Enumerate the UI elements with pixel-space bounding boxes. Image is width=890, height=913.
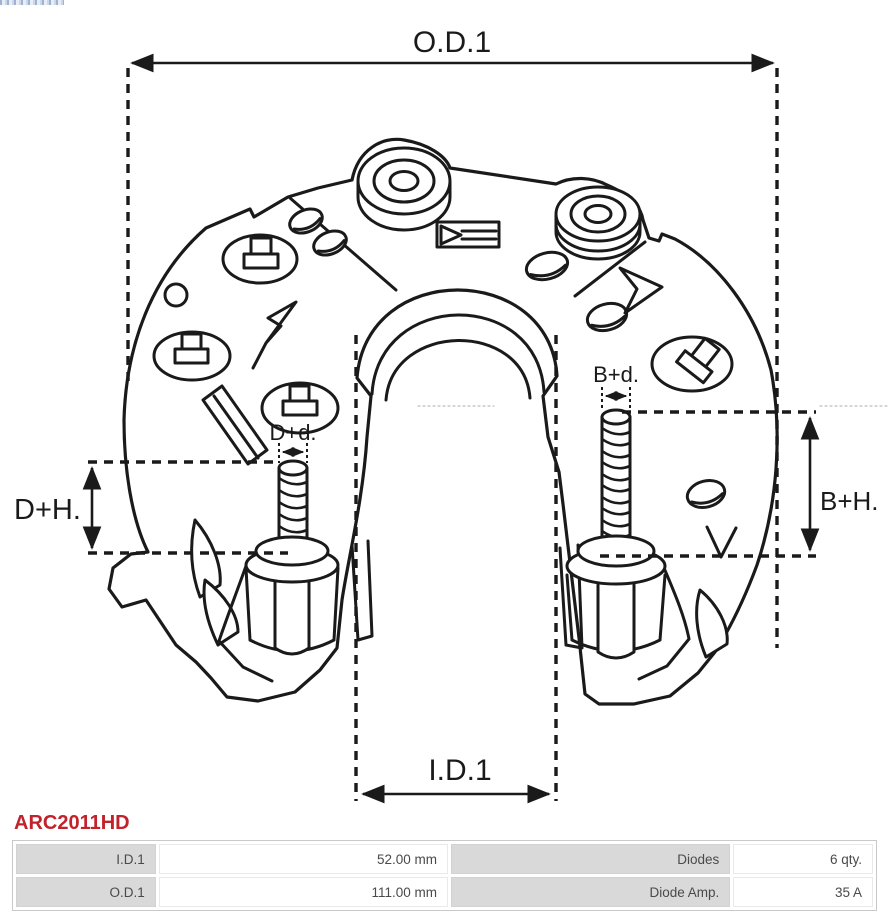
center-dome: [370, 313, 546, 402]
technical-drawing: O.D.1 I.D.1 D+H. B+H. D+d.: [14, 26, 889, 804]
spec-row: O.D.1 111.00 mm Diode Amp. 35 A: [16, 877, 873, 907]
spec-row: I.D.1 52.00 mm Diodes 6 qty.: [16, 844, 873, 874]
pin-hole: [163, 282, 189, 308]
slanted-slot: [201, 384, 269, 466]
terminal-stud-left: [244, 459, 340, 656]
diode-4: [650, 335, 734, 393]
spec-label-diodes: Diodes: [451, 844, 731, 874]
spec-label-id1: I.D.1: [16, 844, 156, 874]
id1-label: I.D.1: [428, 754, 491, 787]
od1-label: O.D.1: [413, 26, 491, 59]
dimension-annotations: O.D.1 I.D.1 D+H. B+H. D+d.: [14, 26, 879, 804]
bh-label: B+H.: [820, 486, 879, 516]
spec-label-diode-amp: Diode Amp.: [451, 877, 731, 907]
spec-value-id1: 52.00 mm: [158, 844, 448, 874]
spec-value-diodes: 6 qty.: [733, 844, 873, 874]
diode-3: [260, 381, 340, 435]
dh-label: D+H.: [14, 494, 81, 526]
bh-dimension: B+H.: [600, 410, 879, 558]
marking-arrow-left: [251, 300, 298, 370]
mount-boss-right: [554, 185, 642, 261]
vent-hole-2: [312, 229, 348, 257]
logo-fragment-icon: [0, 0, 64, 5]
rectifier-drawing: [107, 137, 889, 706]
dd-label: D+d.: [269, 420, 316, 445]
marking-arrow-right: [618, 266, 664, 315]
od1-dimension: O.D.1: [126, 26, 779, 648]
diode-1: [221, 233, 299, 285]
spec-value-od1: 111.00 mm: [158, 877, 448, 907]
dh-dimension: D+H.: [14, 460, 288, 555]
leg-details-left: [190, 518, 374, 683]
terminal-stud-right: [565, 408, 667, 660]
spec-table: I.D.1 52.00 mm Diodes 6 qty. O.D.1 111.0…: [12, 840, 877, 911]
vent-hole-1: [288, 207, 324, 235]
part-number-link[interactable]: ARC2011HD: [14, 812, 130, 834]
id1-dimension: I.D.1: [354, 335, 558, 804]
vent-hole-3: [524, 250, 570, 282]
diode-2: [152, 330, 232, 382]
vent-hole-5: [685, 479, 727, 509]
bd-label: B+d.: [593, 362, 639, 387]
spec-value-diode-amp: 35 A: [733, 877, 873, 907]
bd-dimension: B+d.: [593, 362, 639, 409]
dd-dimension: D+d.: [269, 420, 317, 463]
terminal-slot: [435, 220, 501, 249]
mount-boss-left: [356, 146, 452, 232]
spec-label-od1: O.D.1: [16, 877, 156, 907]
